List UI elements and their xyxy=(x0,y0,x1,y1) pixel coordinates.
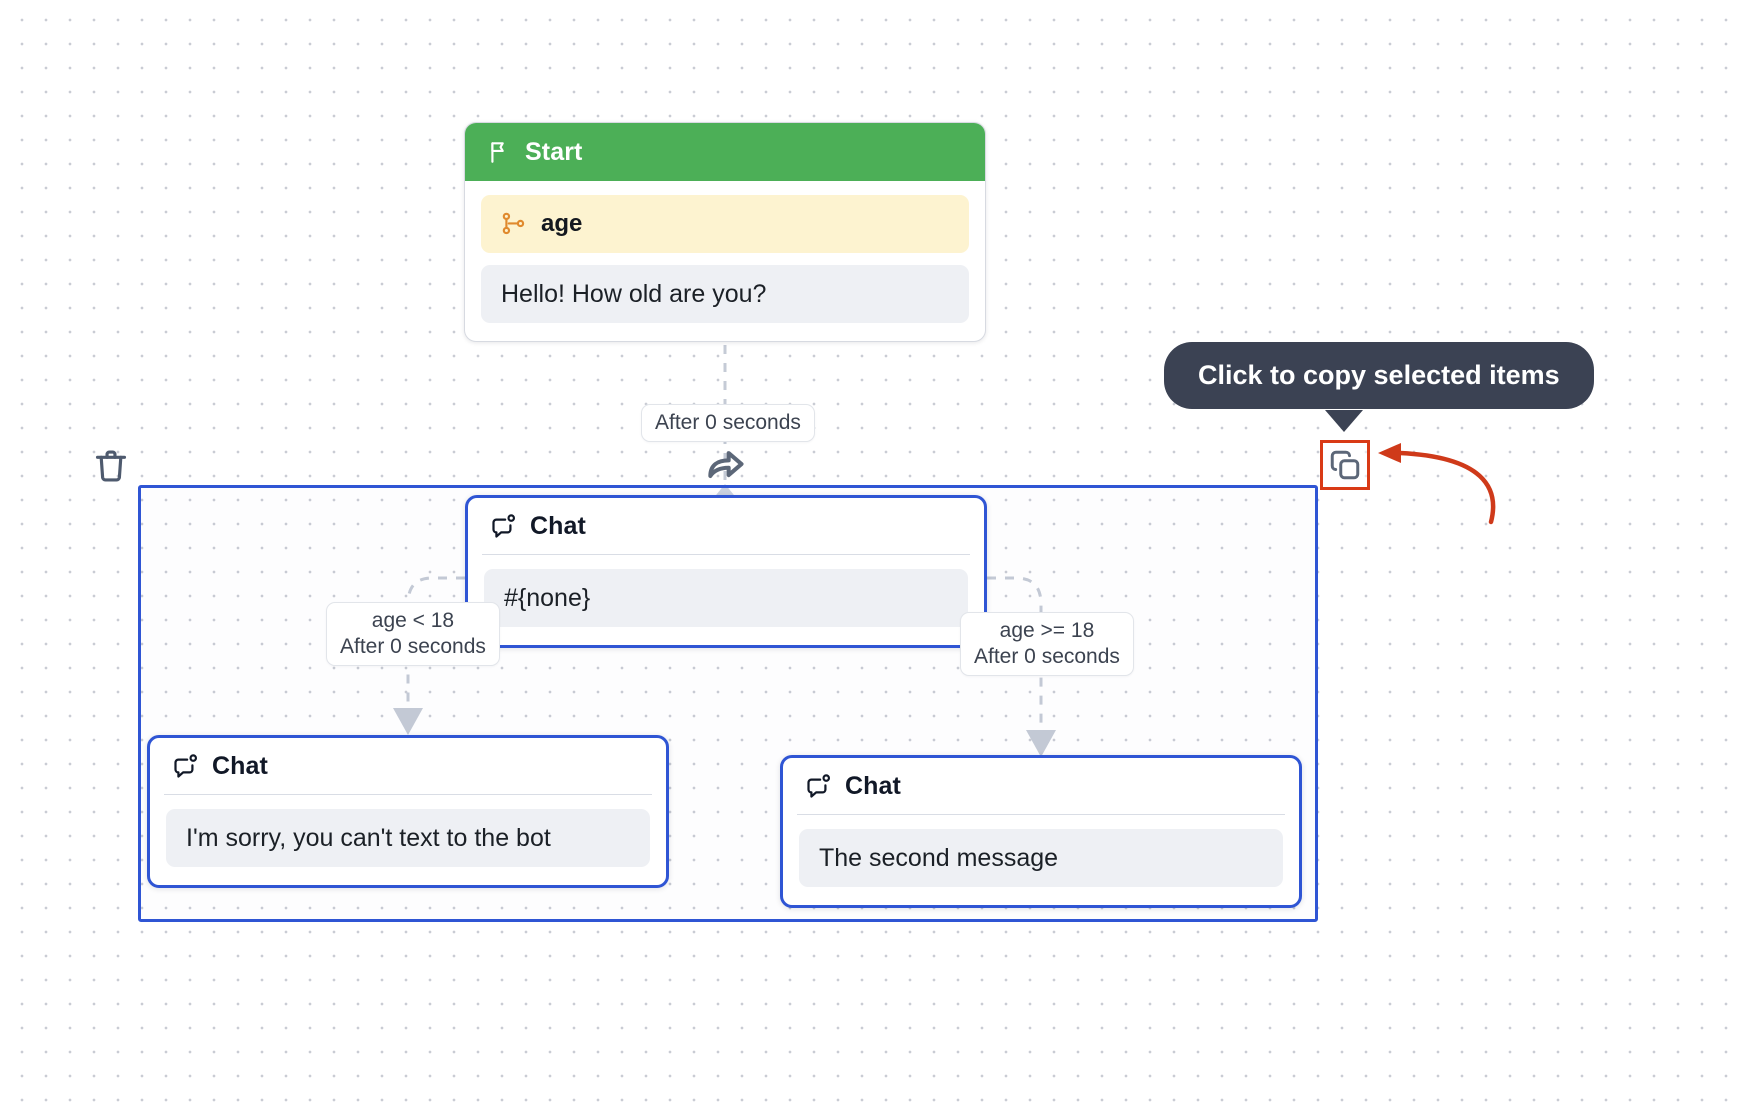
node-chat-over-18-header: Chat xyxy=(783,758,1299,814)
node-chat-over-18-message[interactable]: The second message xyxy=(799,829,1283,887)
node-chat-over-18-body: The second message xyxy=(783,815,1299,905)
chat-bubble-icon xyxy=(490,512,518,540)
copy-icon xyxy=(1330,450,1360,480)
node-chat-under-18-body: I'm sorry, you can't text to the bot xyxy=(150,795,666,885)
copy-tooltip-pointer xyxy=(1325,410,1363,432)
chat-bubble-icon xyxy=(805,772,833,800)
red-curved-arrow xyxy=(1397,450,1496,525)
trash-icon xyxy=(95,450,127,482)
edge-label-age-over-18[interactable]: age >= 18 After 0 seconds xyxy=(960,612,1134,676)
node-chat-main-title: Chat xyxy=(530,511,586,540)
node-chat-over-18-title: Chat xyxy=(845,771,901,800)
variable-row-age[interactable]: age xyxy=(481,195,969,253)
node-start-header: Start xyxy=(465,123,985,181)
node-divider xyxy=(797,814,1285,815)
node-start-title: Start xyxy=(525,137,583,166)
node-divider xyxy=(164,794,652,795)
node-start-body: age Hello! How old are you? xyxy=(465,181,985,341)
flag-icon xyxy=(487,139,513,165)
node-chat-main[interactable]: Chat #{none} xyxy=(465,495,987,648)
node-chat-under-18-title: Chat xyxy=(212,751,268,780)
node-start-message[interactable]: Hello! How old are you? xyxy=(481,265,969,323)
node-divider xyxy=(482,554,970,555)
branch-icon xyxy=(501,211,527,237)
node-chat-under-18-message[interactable]: I'm sorry, you can't text to the bot xyxy=(166,809,650,867)
edge-label-age-under-18[interactable]: age < 18 After 0 seconds xyxy=(326,602,500,666)
copy-selection-button[interactable] xyxy=(1320,440,1370,490)
copy-tooltip: Click to copy selected items xyxy=(1164,342,1594,409)
chat-bubble-icon xyxy=(172,752,200,780)
node-chat-main-header: Chat xyxy=(468,498,984,554)
node-chat-under-18-header: Chat xyxy=(150,738,666,794)
forward-arrow-icon xyxy=(703,443,747,487)
node-chat-main-body: #{none} xyxy=(468,555,984,645)
node-chat-over-18[interactable]: Chat The second message xyxy=(780,755,1302,908)
delete-selection-button[interactable] xyxy=(90,445,132,487)
selection-rectangle[interactable] xyxy=(138,485,1318,922)
node-start[interactable]: Start age Hello! How old are you? xyxy=(464,122,986,342)
variable-name: age xyxy=(541,210,583,237)
copy-tooltip-text: Click to copy selected items xyxy=(1198,360,1560,390)
red-arrow-head xyxy=(1378,443,1401,463)
node-chat-main-message[interactable]: #{none} xyxy=(484,569,968,627)
node-chat-under-18[interactable]: Chat I'm sorry, you can't text to the bo… xyxy=(147,735,669,888)
edge-label-start-to-chat[interactable]: After 0 seconds xyxy=(641,404,815,442)
